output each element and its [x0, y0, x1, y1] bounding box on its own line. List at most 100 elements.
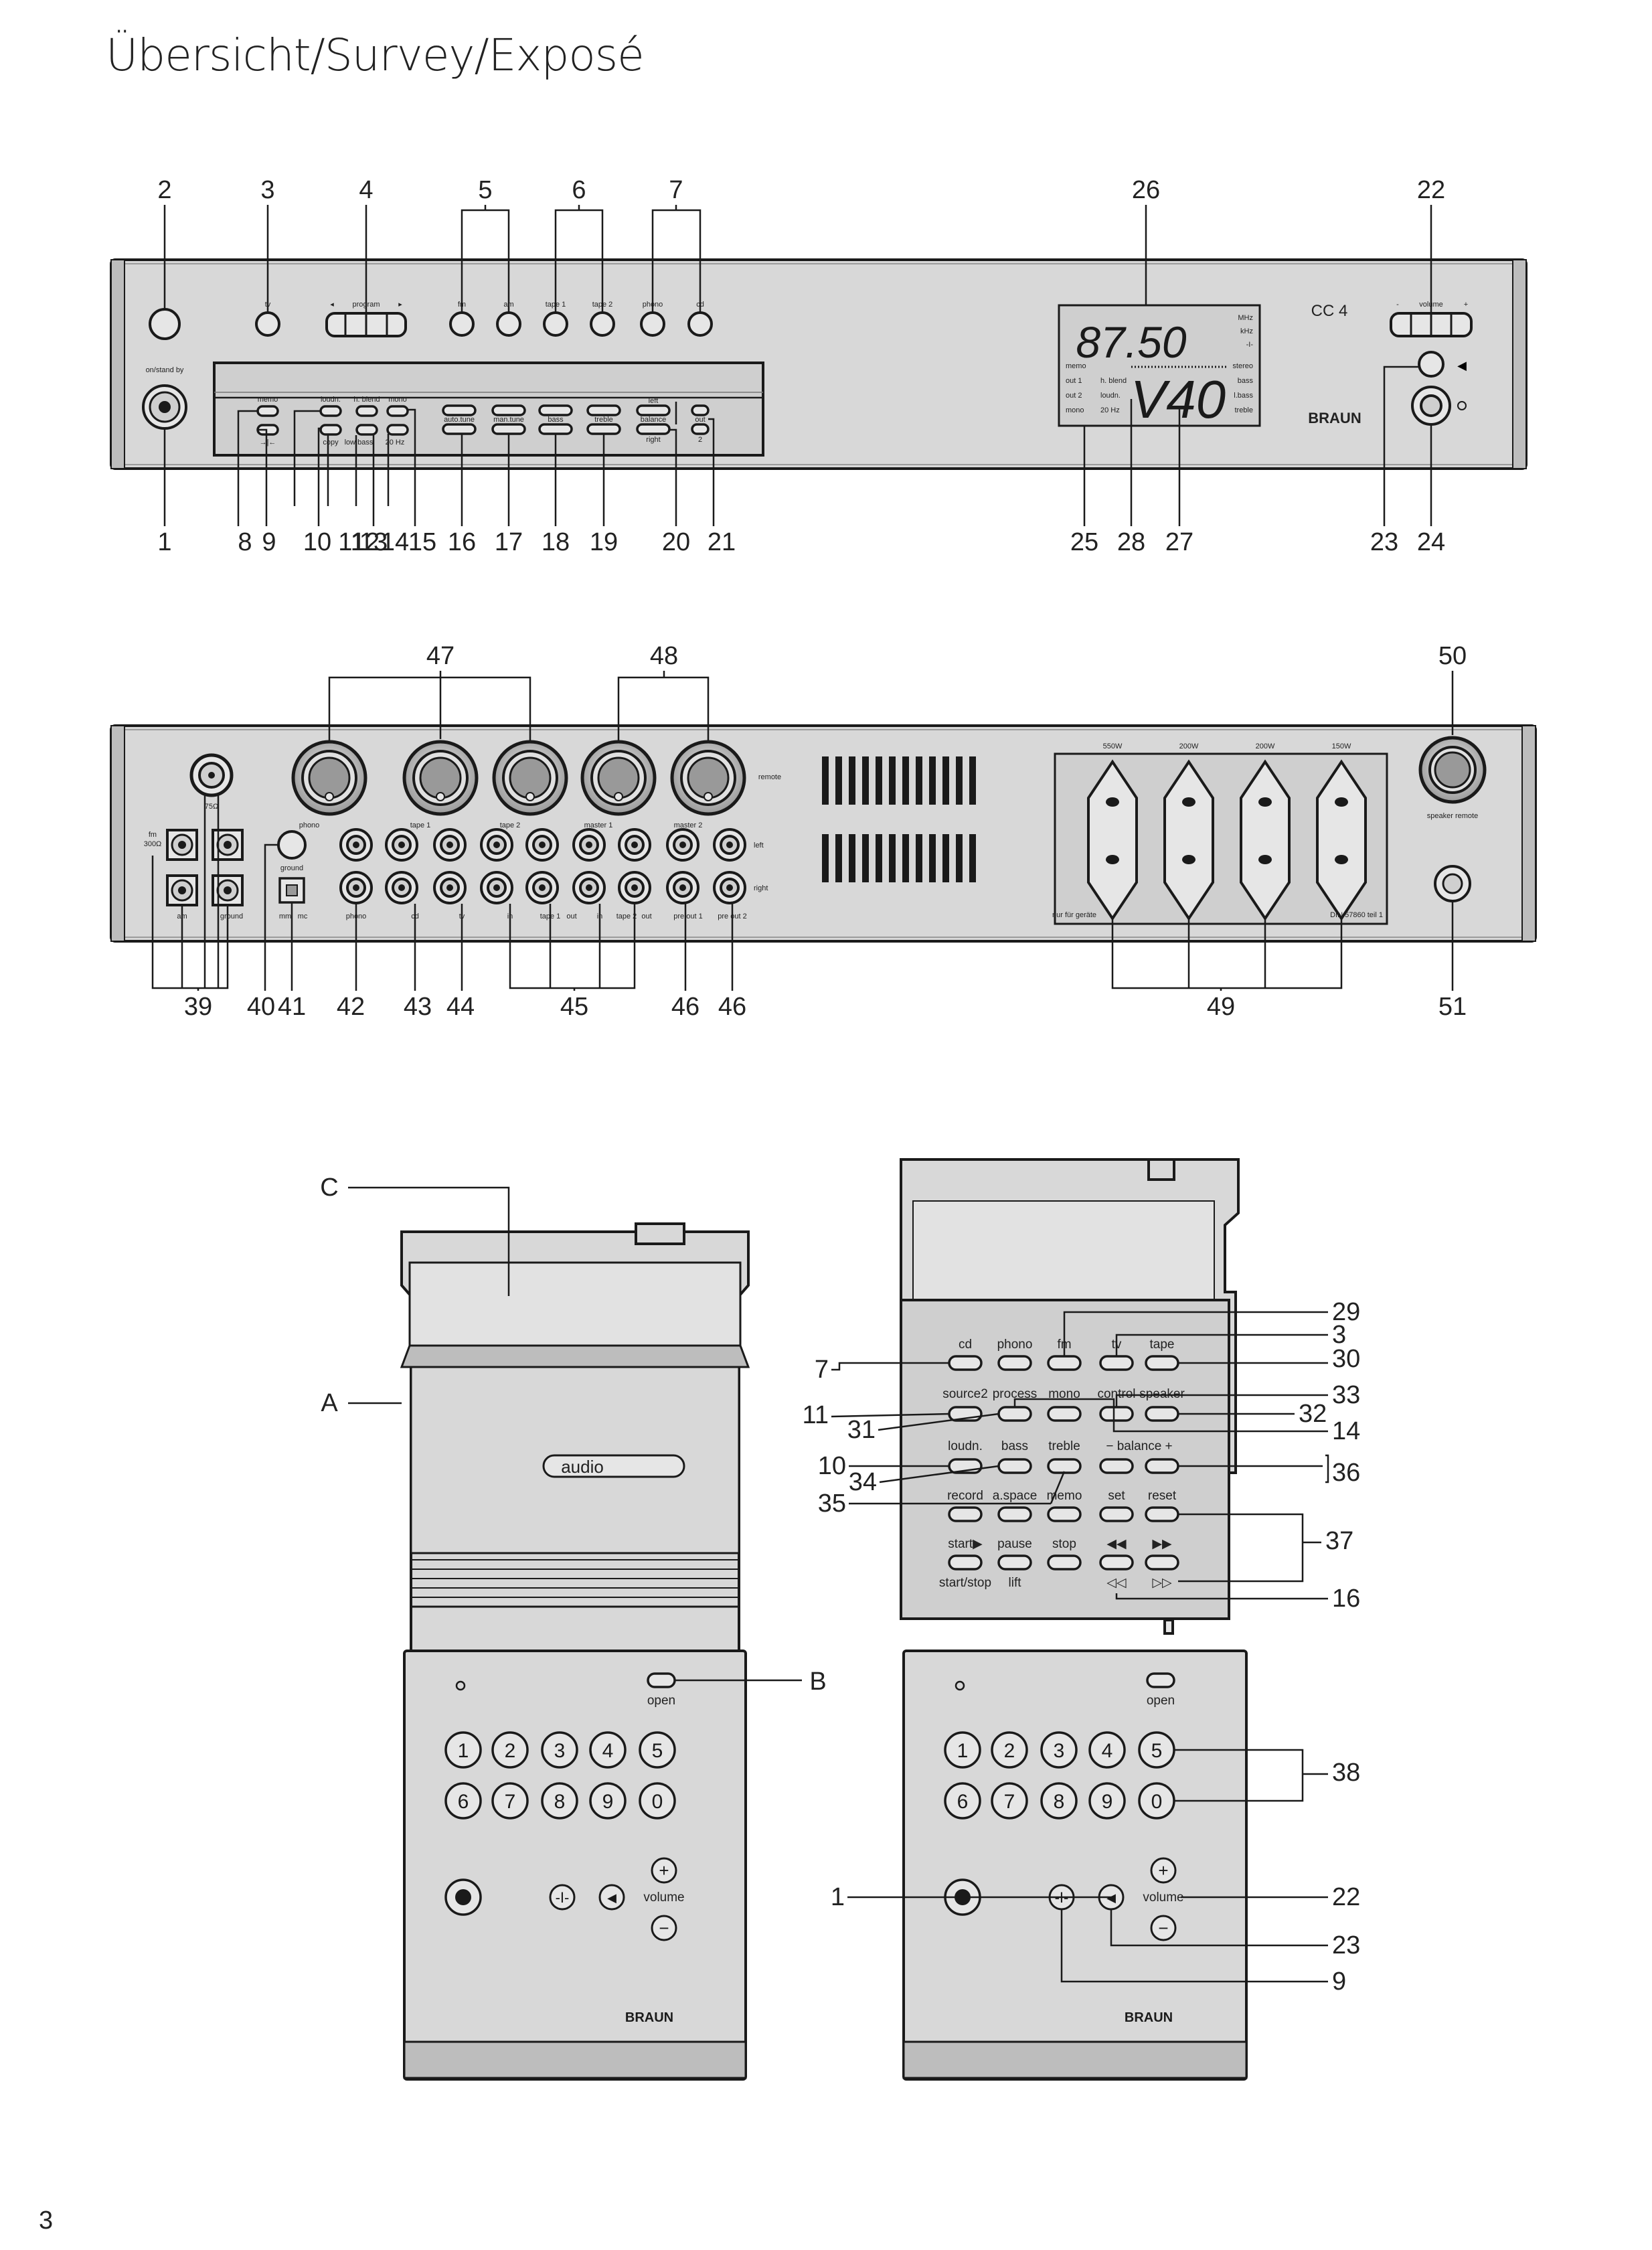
- flap-button[interactable]: [355, 405, 378, 417]
- digit-key-3[interactable]: [541, 1731, 578, 1769]
- tone-button[interactable]: [442, 404, 477, 416]
- function-key[interactable]: [997, 1554, 1032, 1571]
- function-key[interactable]: [1047, 1458, 1082, 1474]
- function-key[interactable]: [1145, 1458, 1179, 1474]
- mute-button[interactable]: [1418, 351, 1444, 378]
- function-key[interactable]: [1099, 1355, 1134, 1371]
- volume-down-key[interactable]: [651, 1915, 677, 1941]
- volume-up-key[interactable]: [651, 1857, 677, 1884]
- digit-label: 6: [458, 1791, 469, 1813]
- function-key[interactable]: [1047, 1554, 1082, 1571]
- volume-up-key[interactable]: [1150, 1857, 1177, 1884]
- digit-key-8[interactable]: [541, 1782, 578, 1820]
- callout-number: 42: [337, 993, 365, 1021]
- tone-button[interactable]: [586, 423, 621, 435]
- digit-key-7[interactable]: [491, 1782, 529, 1820]
- source-button-phono[interactable]: [640, 311, 665, 337]
- top-button-2[interactable]: [149, 308, 181, 340]
- function-label: tape: [1150, 1338, 1175, 1352]
- function-key[interactable]: [1145, 1554, 1179, 1571]
- out-label: out: [695, 416, 705, 424]
- function-key[interactable]: [1099, 1554, 1134, 1571]
- callout-number: 6: [572, 176, 586, 204]
- source-button-cd[interactable]: [687, 311, 713, 337]
- function-key[interactable]: [1145, 1355, 1179, 1371]
- callout-number: 18: [542, 528, 570, 556]
- function-sublabel: start/stop: [939, 1576, 991, 1590]
- digit-key-4[interactable]: [589, 1731, 627, 1769]
- function-key[interactable]: [1145, 1506, 1179, 1522]
- out-button[interactable]: [691, 423, 710, 435]
- mc-label: mc: [298, 912, 308, 920]
- digit-key-6[interactable]: [944, 1782, 981, 1820]
- function-key[interactable]: [997, 1406, 1032, 1422]
- digit-key-9[interactable]: [1088, 1782, 1126, 1820]
- remote-closed-callouts: CAB: [320, 1174, 826, 1696]
- function-key[interactable]: [1099, 1458, 1134, 1474]
- tone-button[interactable]: [491, 423, 526, 435]
- callout-number: 40: [247, 993, 275, 1021]
- digit-key-8[interactable]: [1040, 1782, 1078, 1820]
- source-button-tape-2[interactable]: [590, 311, 615, 337]
- tone-button[interactable]: [636, 423, 671, 435]
- volume-rocker[interactable]: volume - +: [1390, 301, 1473, 337]
- function-key[interactable]: [997, 1506, 1032, 1522]
- digit-key-3[interactable]: [1040, 1731, 1078, 1769]
- din-label: tape 2: [500, 821, 521, 829]
- function-label: record: [947, 1489, 983, 1503]
- source-button-tape-1[interactable]: [543, 311, 568, 337]
- function-label: ▶▶: [1152, 1537, 1172, 1551]
- function-key[interactable]: [997, 1458, 1032, 1474]
- digit-key-4[interactable]: [1088, 1731, 1126, 1769]
- callout-number: 20: [662, 528, 690, 556]
- flap-button[interactable]: [319, 405, 342, 417]
- function-key[interactable]: [1047, 1406, 1082, 1422]
- function-key[interactable]: [1099, 1406, 1134, 1422]
- digit-key-6[interactable]: [444, 1782, 482, 1820]
- digit-key-0[interactable]: [639, 1782, 676, 1820]
- out-button[interactable]: [691, 404, 710, 416]
- tv-button[interactable]: [255, 311, 280, 337]
- function-key[interactable]: [1047, 1506, 1082, 1522]
- tone-button[interactable]: [442, 423, 477, 435]
- source-button-am[interactable]: [496, 311, 521, 337]
- callout-number: 31: [847, 1416, 876, 1444]
- function-key[interactable]: [1047, 1355, 1082, 1371]
- power-dot-icon: [159, 401, 171, 413]
- digit-key-1[interactable]: [444, 1731, 482, 1769]
- function-label: a.space: [993, 1489, 1038, 1503]
- tone-button[interactable]: [491, 404, 526, 416]
- digit-key-9[interactable]: [589, 1782, 627, 1820]
- digit-key-2[interactable]: [491, 1731, 529, 1769]
- digit-key-2[interactable]: [991, 1731, 1028, 1769]
- volume-down-key[interactable]: [1150, 1915, 1177, 1941]
- mute-key[interactable]: [598, 1884, 625, 1911]
- function-key[interactable]: [948, 1554, 983, 1571]
- source-button-fm[interactable]: [449, 311, 475, 337]
- digit-key-7[interactable]: [991, 1782, 1028, 1820]
- digit-key-1[interactable]: [944, 1731, 981, 1769]
- tone-button[interactable]: [538, 423, 573, 435]
- program-rocker[interactable]: program ◂ ▸: [325, 301, 407, 337]
- flap-button[interactable]: [386, 424, 409, 436]
- tone-button[interactable]: [538, 404, 573, 416]
- function-key[interactable]: [948, 1355, 983, 1371]
- function-sublabel: ◁◁: [1106, 1576, 1127, 1590]
- open-button[interactable]: [647, 1672, 676, 1688]
- flap-button[interactable]: [319, 424, 342, 436]
- function-key[interactable]: [1145, 1406, 1179, 1422]
- open-button[interactable]: [1146, 1672, 1175, 1688]
- flap-button[interactable]: [386, 405, 409, 417]
- tone-button[interactable]: [636, 404, 671, 416]
- flap-button[interactable]: [355, 424, 378, 436]
- function-key[interactable]: [997, 1355, 1032, 1371]
- function-key[interactable]: [948, 1506, 983, 1522]
- function-key[interactable]: [1099, 1506, 1134, 1522]
- flap-button[interactable]: [256, 405, 279, 417]
- display-indicator: memo: [1066, 362, 1086, 370]
- balance-key[interactable]: [549, 1884, 576, 1911]
- digit-key-5[interactable]: [639, 1731, 676, 1769]
- tone-button[interactable]: [586, 404, 621, 416]
